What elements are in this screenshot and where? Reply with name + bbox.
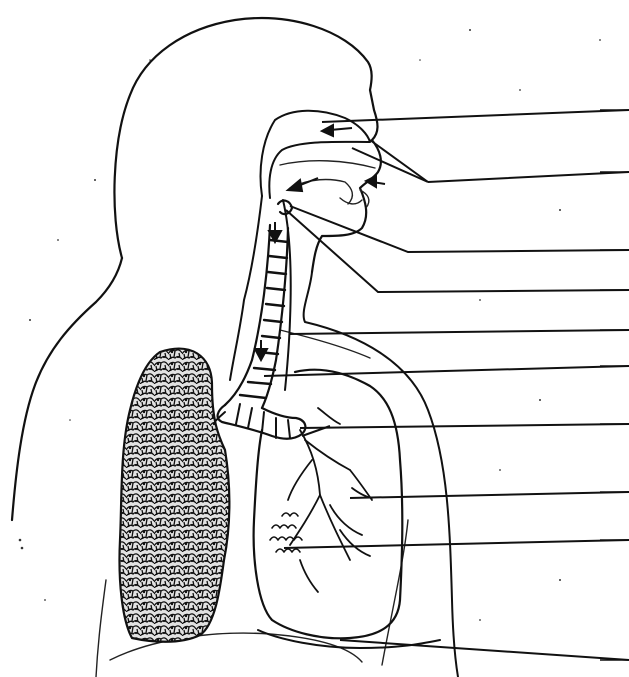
palate-line [280,161,375,168]
scan-speckle [19,29,601,621]
label-blanks [600,110,629,660]
body-outline [114,18,380,272]
lung-outline [254,370,403,639]
nasal-cavity [261,111,370,198]
left-arm-line [96,580,106,677]
lung-alveoli-texture [120,349,230,642]
trachea-right-wall [262,228,288,408]
trachea-left-wall [225,225,270,405]
neck-back-outline [12,258,122,520]
label-leader-lines [264,110,629,660]
